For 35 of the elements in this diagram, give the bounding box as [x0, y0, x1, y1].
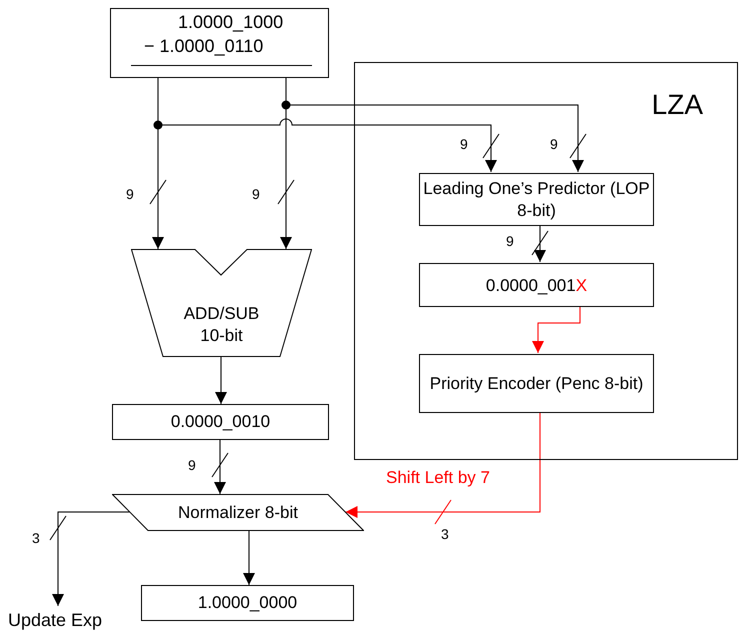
edge-label: Shift Left by 7 — [386, 470, 490, 486]
edge-label: 3 — [32, 530, 40, 546]
edge-label: 9 — [550, 136, 558, 152]
arrow — [214, 440, 226, 494]
arrow — [532, 306, 580, 354]
process-box — [141, 585, 354, 621]
block-label: Leading One’s Predictor (LOP 8-bit) — [422, 178, 651, 222]
lza-region — [354, 62, 738, 460]
block-label: 1.0000_0000 — [198, 592, 298, 614]
block-label: ADD/SUB 10-bit — [182, 303, 260, 347]
arrow — [243, 530, 255, 586]
arrow — [534, 224, 546, 262]
edge-label: 9 — [126, 186, 134, 202]
bus-width-label: 3 — [441, 526, 449, 542]
block-label: Priority Encoder (Penc 8-bit) — [430, 372, 644, 394]
arrow — [345, 412, 540, 518]
operand-value: − 1.0000_0110 — [144, 37, 264, 55]
value-text: 0.0000_001X — [486, 276, 588, 294]
adder-block — [131, 249, 312, 357]
block-label: Normalizer 8-bit — [178, 502, 298, 524]
arrow — [52, 512, 130, 606]
process-box — [419, 263, 654, 307]
region-title: LZA — [652, 91, 703, 119]
output-label: Update Exp — [8, 609, 104, 632]
block-label: 0.0000_0010 — [170, 411, 270, 433]
edge-label: 9 — [506, 233, 514, 249]
process-box — [112, 404, 329, 440]
process-box — [419, 354, 654, 413]
edge-label: 9 — [188, 457, 196, 473]
operand-value: 1.0000_1000 — [178, 13, 284, 31]
normalizer-block — [112, 494, 364, 531]
edge-label: 9 — [460, 136, 468, 152]
operand-box — [110, 8, 329, 78]
arrow — [215, 356, 227, 404]
edge-label: 9 — [252, 186, 260, 202]
